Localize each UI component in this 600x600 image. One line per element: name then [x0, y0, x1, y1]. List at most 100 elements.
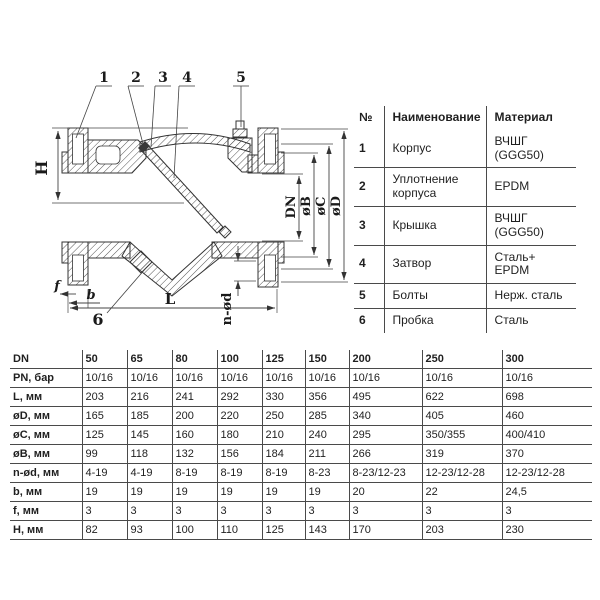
dim-b-label: b [86, 288, 95, 303]
part-material: Сталь [485, 308, 577, 333]
cell: 160 [171, 425, 217, 445]
cell: 400/410 [501, 425, 592, 445]
dim-DN [262, 173, 303, 242]
cell: 10/16 [421, 368, 502, 388]
cell: 319 [421, 444, 502, 464]
cell: 405 [421, 406, 502, 426]
part-name: Болты [383, 283, 487, 309]
dn-size: 150 [304, 350, 349, 369]
dn-size: 125 [261, 350, 305, 369]
cell: 19 [126, 482, 172, 502]
callout-1-label: 1 [99, 70, 109, 86]
cell: 156 [216, 444, 262, 464]
valve-cross-section-diagram: 1 2 3 4 5 6 H L f b n-ød DN øB øC øD [32, 70, 348, 329]
dn-size: 300 [501, 350, 592, 369]
part-name: Затвор [383, 245, 487, 285]
cell: 295 [348, 425, 422, 445]
part-name: Уплотнение корпуса [383, 167, 487, 207]
cell: 110 [216, 520, 262, 540]
cell: 3 [216, 501, 262, 521]
part-num: 2 [354, 167, 384, 207]
part-num: 6 [359, 312, 366, 327]
cell: 180 [216, 425, 262, 445]
part-name: Крышка [383, 206, 487, 246]
cell: 330 [261, 387, 305, 407]
cell: 10/16 [216, 368, 262, 388]
cell: 22 [421, 482, 502, 502]
dim-l-label: L [165, 290, 176, 308]
part-num: 1 [354, 129, 384, 169]
cell: 370 [501, 444, 592, 464]
cell: 118 [126, 444, 172, 464]
left-flange [61, 127, 89, 286]
cell: 12-23/12-28 [421, 463, 502, 483]
cell: 3 [304, 501, 349, 521]
cell: 10/16 [304, 368, 349, 388]
row-label: PN, бар [10, 368, 82, 388]
dn-size: 100 [216, 350, 262, 369]
cell: 8-23 [304, 463, 349, 483]
cell: 285 [304, 406, 349, 426]
cell: 4-19 [126, 463, 172, 483]
row-label: H, мм [10, 520, 82, 540]
dim-b [69, 290, 100, 308]
cell: 10/16 [348, 368, 422, 388]
row-label: L, мм [10, 387, 82, 407]
dn-size: 65 [126, 350, 172, 369]
cell: 19 [261, 482, 305, 502]
cell: 698 [501, 387, 592, 407]
cell: 356 [304, 387, 349, 407]
cell: 100 [171, 520, 217, 540]
cell: 19 [216, 482, 262, 502]
parts-header-num: № [359, 110, 373, 124]
cell: 495 [348, 387, 422, 407]
cell: 241 [171, 387, 217, 407]
cell: 3 [171, 501, 217, 521]
cell: 216 [126, 387, 172, 407]
cell: 292 [216, 387, 262, 407]
drain-plug [129, 250, 153, 274]
dim-oc-label: øC [314, 196, 329, 215]
cell: 230 [501, 520, 592, 540]
cell: 220 [216, 406, 262, 426]
cell: 4-19 [81, 463, 127, 483]
callout-2-label: 2 [131, 70, 141, 86]
cell: 203 [421, 520, 502, 540]
dims-header-row: DN 50 65 80 100 125 150 200 250 300 [10, 350, 592, 369]
part-num: 3 [354, 206, 384, 246]
cell: 203 [81, 387, 127, 407]
right-flange [257, 127, 285, 288]
valve-cover [139, 132, 251, 153]
cell: 210 [261, 425, 305, 445]
dn-size: 80 [171, 350, 217, 369]
valve-disc [139, 142, 232, 239]
dn-size: 50 [81, 350, 127, 369]
cover-bolt [232, 120, 248, 138]
part-num: 5 [354, 283, 384, 309]
cell: 340 [348, 406, 422, 426]
cell: 20 [348, 482, 422, 502]
cell: 3 [81, 501, 127, 521]
dim-oD [281, 128, 348, 283]
cell: 3 [261, 501, 305, 521]
cell: 8-19 [171, 463, 217, 483]
cell: 200 [171, 406, 217, 426]
dim-n-od [234, 246, 256, 296]
cell: 165 [81, 406, 127, 426]
cell: 82 [81, 520, 127, 540]
cell: 24,5 [501, 482, 592, 502]
cell: 3 [421, 501, 502, 521]
